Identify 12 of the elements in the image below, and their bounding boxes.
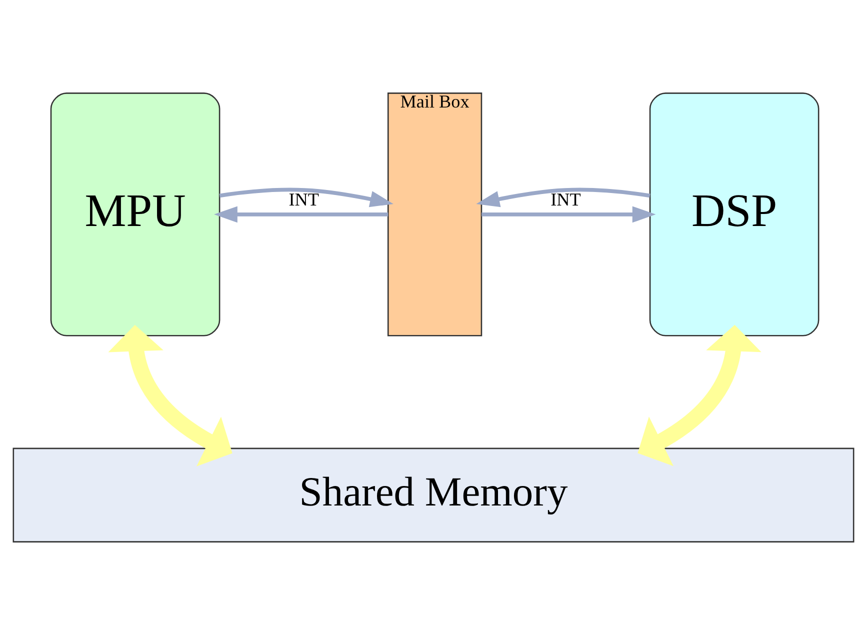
arrow <box>482 206 656 223</box>
arrow <box>638 324 762 466</box>
node-box: MPU <box>50 92 220 336</box>
arrow <box>476 188 650 208</box>
arrow <box>219 188 394 208</box>
edge-label: INT <box>550 190 581 210</box>
node-box: DSP <box>649 92 820 336</box>
node-box: Shared Memory <box>12 448 854 542</box>
arrow <box>214 206 388 223</box>
node-box: Mail Box <box>387 92 482 336</box>
edge-label: INT <box>288 190 319 210</box>
arrow <box>108 324 232 466</box>
